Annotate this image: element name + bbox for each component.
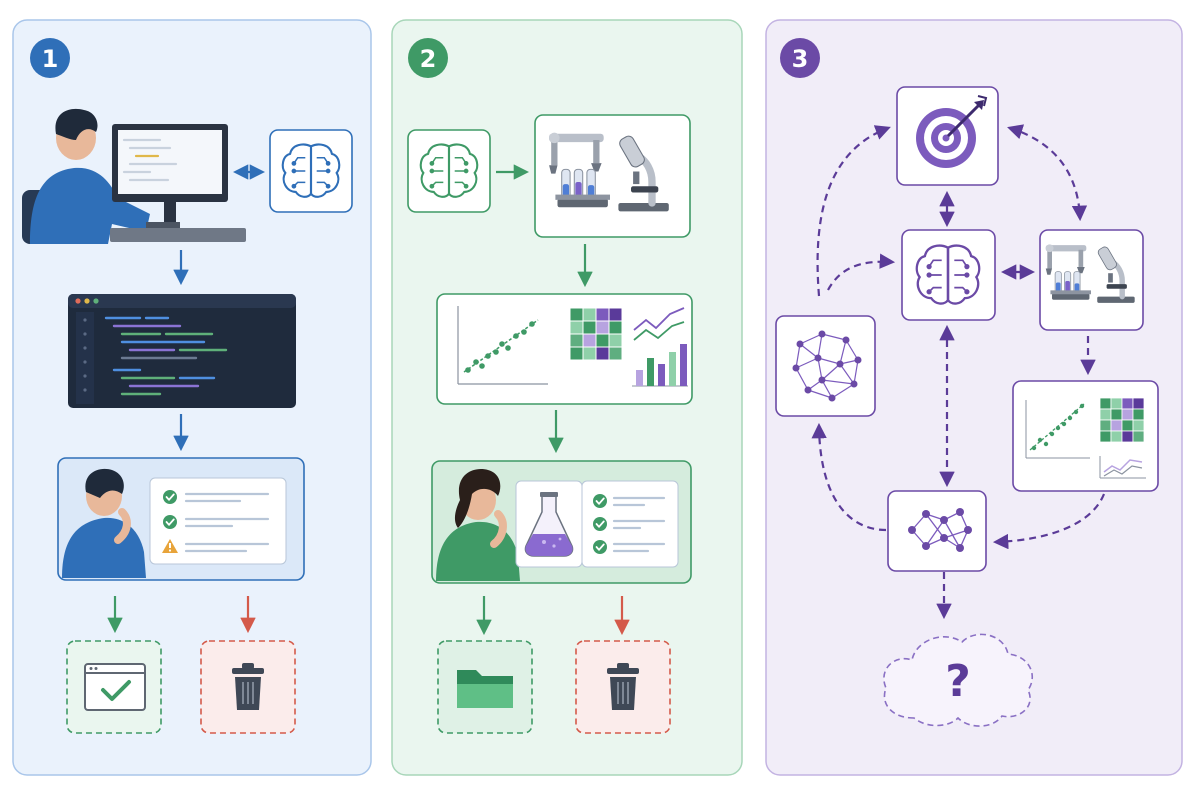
step-badge-3: 3 [780,38,820,78]
arrow-network-to-brain [827,253,896,291]
robot-arm-icon [534,114,691,238]
discard-box [575,640,671,734]
trash-icon [231,662,265,711]
human-review-experiment-card [431,460,692,584]
code-window-icon [68,294,296,408]
scatter-plot-icon [1025,400,1090,459]
robot-arm-icon [1039,229,1144,331]
checklist-icon [149,477,287,565]
step-badge-1: 1 [30,38,70,78]
step-badge-2-number: 2 [420,45,437,73]
brain-circuit-icon [269,129,353,213]
brain-circuit-icon [901,229,996,321]
arrow-graph-network [811,422,887,532]
unknown-outcome-text: ? [945,656,971,707]
person-thinking-icon [62,468,146,578]
trash-icon [606,662,640,711]
save-box [437,640,533,734]
warning-icon [162,539,178,553]
heatmap-icon [1099,397,1145,443]
line-chart-icon [1099,456,1146,479]
discard-box [200,640,296,734]
person-thinking-icon [436,469,520,581]
brain-circuit-icon [407,129,491,213]
node-graph-icon [887,490,987,572]
panel-automated-lab-workflow: 2 [391,19,743,776]
arrow-analysis-graph [992,493,1106,550]
checklist-icon [581,480,679,568]
step-badge-1-number: 1 [42,45,59,73]
panel-manual-workflow: 1 [12,19,372,776]
person-at-computer-icon [22,108,246,244]
human-review-card [57,457,305,581]
folder-icon [457,670,513,708]
arrow-network-to-goal [816,125,891,297]
arrow-goal-lab [1007,124,1088,222]
neural-network-icon [775,315,876,417]
approved-window-icon [66,640,162,734]
panel-autonomous-loop: 3 [765,19,1183,776]
data-analysis-card [436,293,693,405]
target-icon [896,86,999,186]
step-badge-3-number: 3 [792,45,809,73]
data-analysis-card [1012,380,1159,492]
cloud-question-icon: ? [883,633,1033,727]
step-badge-2: 2 [408,38,448,78]
flask-icon [515,480,583,568]
